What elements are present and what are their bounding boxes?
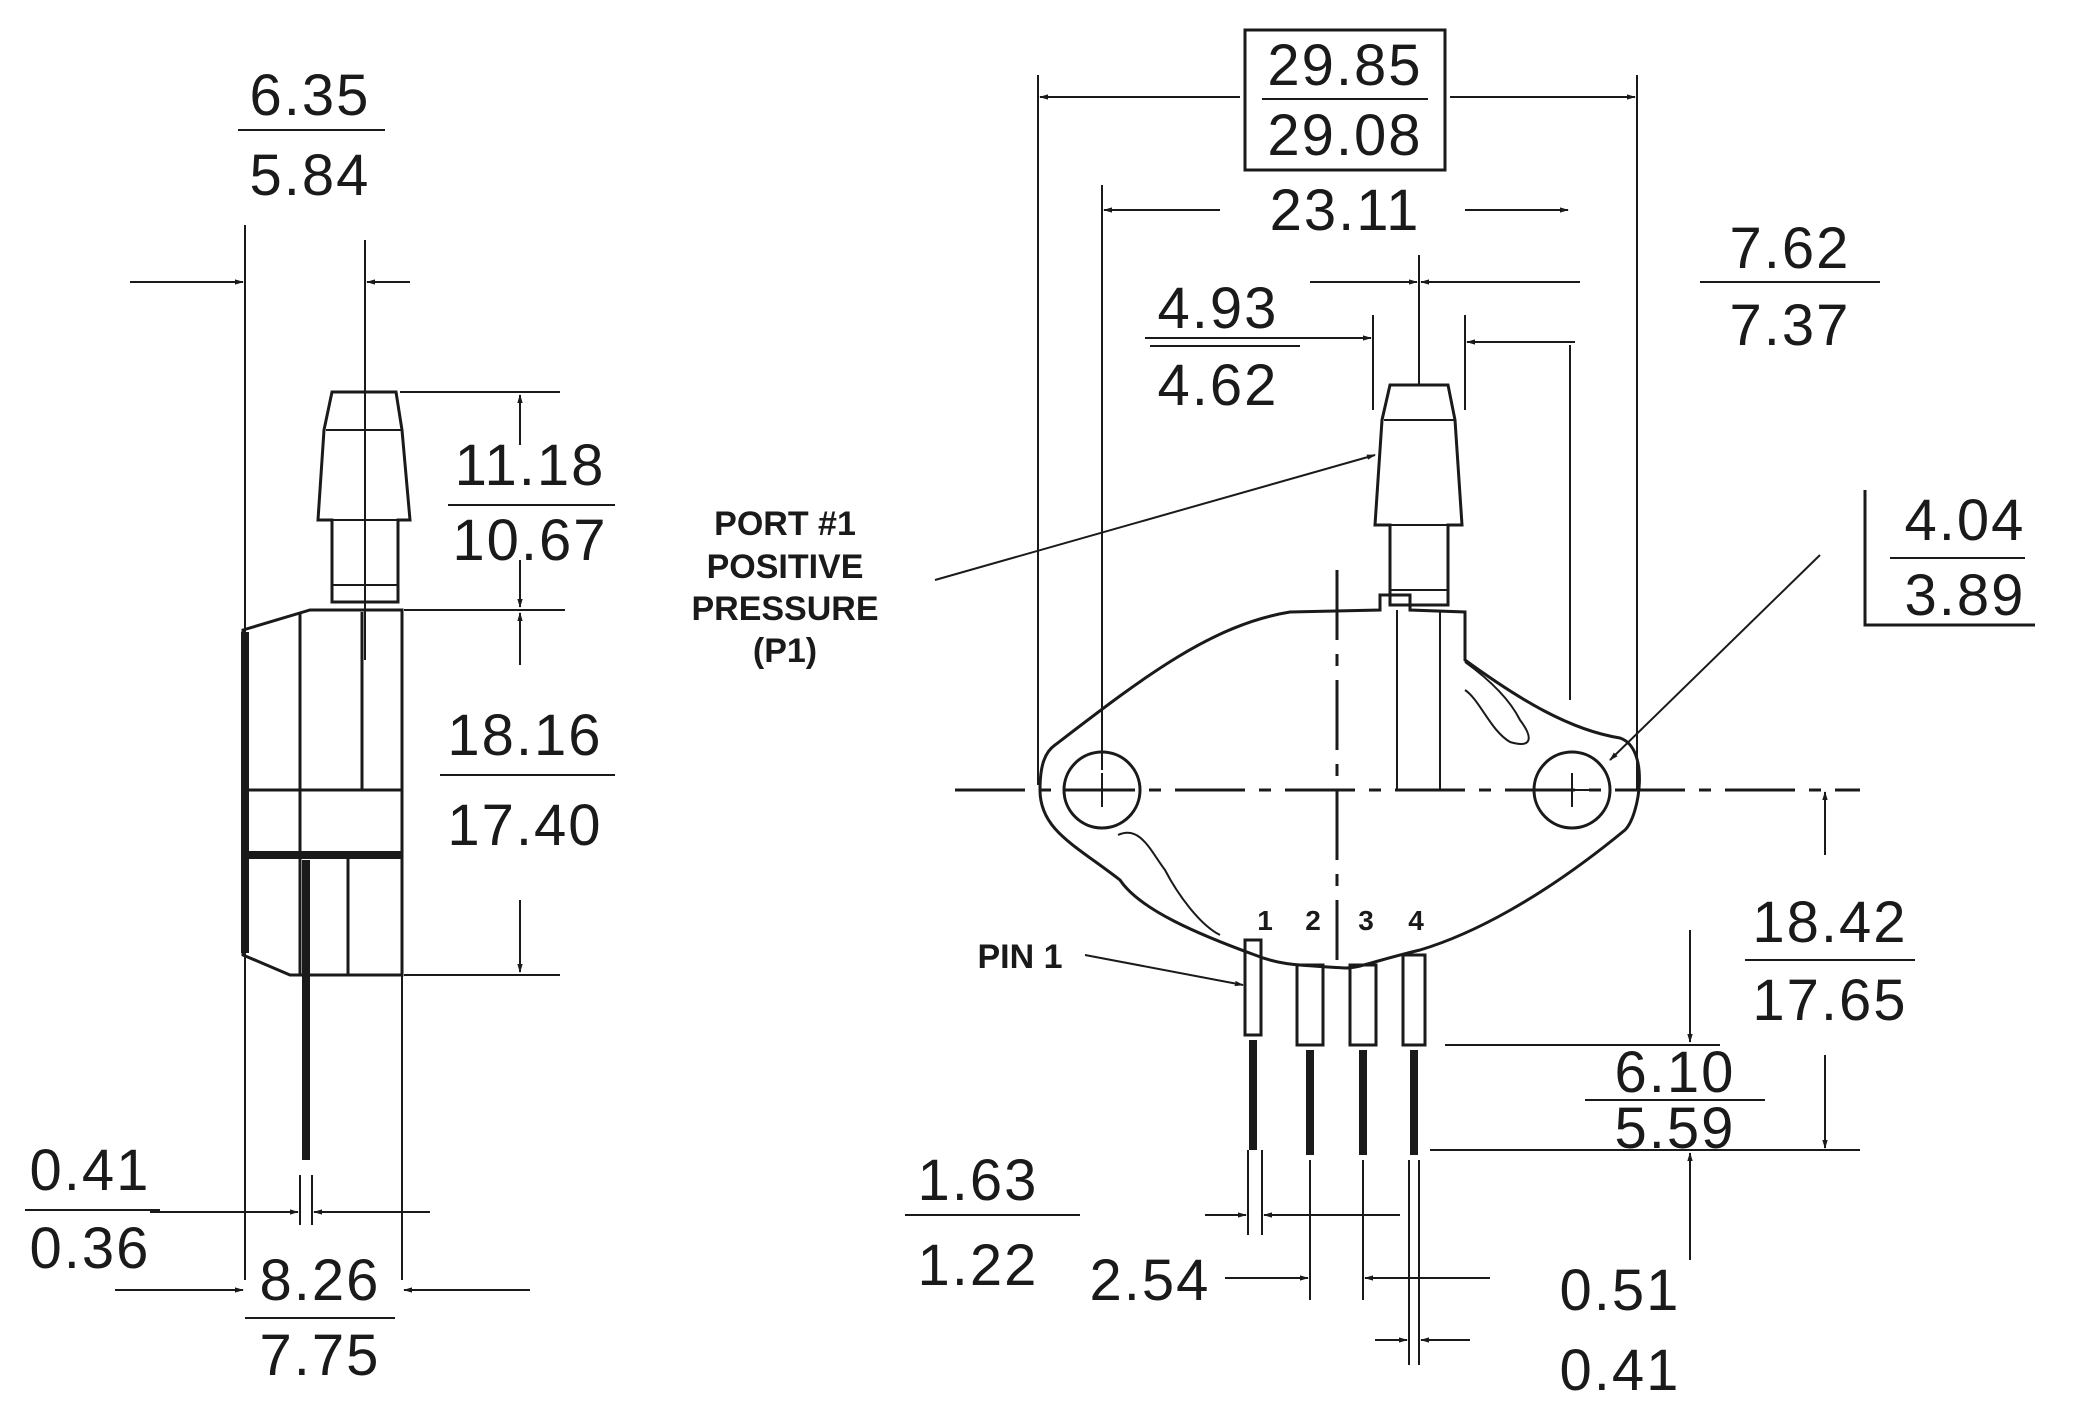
pin-number-1: 1	[1257, 905, 1273, 936]
front-body-outline	[1038, 593, 1641, 970]
hole-diameter-lower: 3.89	[1905, 563, 2026, 628]
body-below-holes-lower: 17.65	[1752, 968, 1907, 1033]
side-pin-thickness-lower: 0.36	[30, 1216, 151, 1281]
pin-gap-upper: 0.51	[1560, 1258, 1681, 1323]
front-view: 1 2 3 4	[691, 28, 2035, 1403]
pin-pitch: 2.54	[1090, 1248, 1211, 1313]
pin-number-3: 3	[1358, 905, 1374, 936]
overall-length-lower: 29.08	[1267, 103, 1422, 168]
pin-gap-lower: 0.41	[1560, 1338, 1681, 1403]
port-offset-lower: 7.37	[1730, 293, 1851, 358]
hole-spacing: 23.11	[1270, 178, 1421, 243]
port-label-line-3: PRESSURE	[691, 590, 878, 628]
port-label-line-4: (P1)	[753, 632, 817, 670]
front-port-outline	[1373, 383, 1464, 607]
side-port-height-lower: 10.67	[452, 508, 607, 573]
overall-length-box	[1243, 28, 1447, 172]
side-overall-width-upper: 8.26	[260, 1248, 381, 1313]
side-body-outline	[241, 608, 404, 977]
pin-width-upper: 1.63	[918, 1148, 1039, 1213]
pin-number-4: 4	[1408, 905, 1424, 936]
pin-length-upper: 6.10	[1615, 1040, 1736, 1105]
overall-length-upper: 29.85	[1267, 33, 1422, 98]
pin-width-lower: 1.22	[918, 1233, 1039, 1298]
side-port-height-upper: 11.18	[455, 433, 606, 498]
body-below-holes-upper: 18.42	[1752, 890, 1907, 955]
side-body-height-upper: 18.16	[447, 703, 602, 768]
pin-length-lower: 5.59	[1615, 1096, 1736, 1161]
pin-number-2: 2	[1305, 905, 1321, 936]
side-overall-width-lower: 7.75	[260, 1323, 381, 1388]
port-label-line-1: PORT #1	[714, 505, 856, 543]
side-width-top-lower: 5.84	[250, 143, 371, 208]
pins	[1243, 938, 1427, 1155]
side-view: 6.35 5.84 11.18 10.67 18.16 17.40 0.41 0…	[25, 63, 615, 1388]
port-label-line-2: POSITIVE	[707, 548, 864, 586]
side-port-outline	[316, 390, 412, 604]
side-body-height-lower: 17.40	[447, 793, 602, 858]
port-diameter-upper: 4.93	[1158, 276, 1279, 341]
hole-diameter-upper: 4.04	[1905, 488, 2026, 553]
pin1-label: PIN 1	[977, 938, 1062, 976]
port-offset-upper: 7.62	[1730, 216, 1851, 281]
hole-diameter-box	[1863, 490, 2035, 627]
port-diameter-lower: 4.62	[1158, 353, 1279, 418]
side-pin-thickness-upper: 0.41	[30, 1138, 151, 1203]
side-width-top-upper: 6.35	[250, 63, 371, 128]
